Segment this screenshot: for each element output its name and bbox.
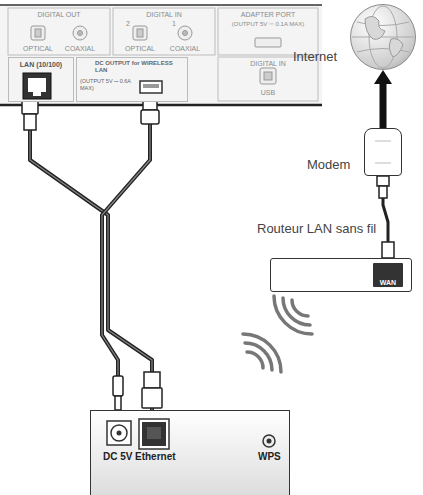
port-label: DC OUTPUT for WIRELESS LAN: [77, 58, 187, 74]
panel-label: DIGITAL IN: [250, 60, 285, 68]
panel-label: OPTICAL: [23, 45, 53, 53]
connector: [374, 70, 392, 128]
port-label: LAN (10/100): [9, 58, 73, 68]
panel-label: USB: [261, 89, 275, 97]
panel-label: DIGITAL OUT: [37, 11, 80, 19]
panel-label: 2: [126, 20, 130, 28]
internet-globe: Internet: [350, 4, 416, 70]
dc-output-box: DC OUTPUT for WIRELESS LAN (OUTPUT 5V ⎓ 0…: [76, 57, 188, 102]
usb-port: [139, 80, 163, 94]
modem-box: Modem: [364, 128, 402, 176]
panel-label: ADAPTER PORT: [241, 11, 295, 19]
port-label: WPS: [258, 451, 281, 462]
node-heading: Internet: [293, 49, 337, 64]
port-note: (OUTPUT 5V ⎓ 0.6A MAX): [80, 78, 134, 92]
port-label: WAN: [373, 279, 403, 286]
connector: [102, 102, 150, 410]
node-heading: Modem: [307, 157, 350, 172]
port-label: Ethernet: [135, 451, 176, 462]
wan-port: WAN: [373, 263, 403, 287]
router-box: Routeur LAN sans filWAN: [270, 258, 412, 292]
wireless-adapter: DC 5VEthernet WPS: [90, 410, 290, 495]
panel-label: DIGITAL IN: [146, 11, 181, 19]
lan-port: [22, 72, 52, 100]
panel-label: COAXIAL: [65, 45, 95, 53]
connector: [30, 102, 152, 410]
globe-lines: [351, 5, 415, 69]
panel-label: 1: [172, 20, 176, 28]
panel-label: (OUTPUT 5V ⎓ 0.1A MAX): [232, 21, 305, 28]
lan-port-box: LAN (10/100): [8, 57, 74, 102]
node-heading: Routeur LAN sans fil: [257, 221, 377, 236]
panel-label: COAXIAL: [170, 45, 200, 53]
modem-light: [371, 137, 395, 167]
port-label: DC 5V: [103, 451, 132, 462]
panel-label: OPTICAL: [125, 45, 155, 53]
